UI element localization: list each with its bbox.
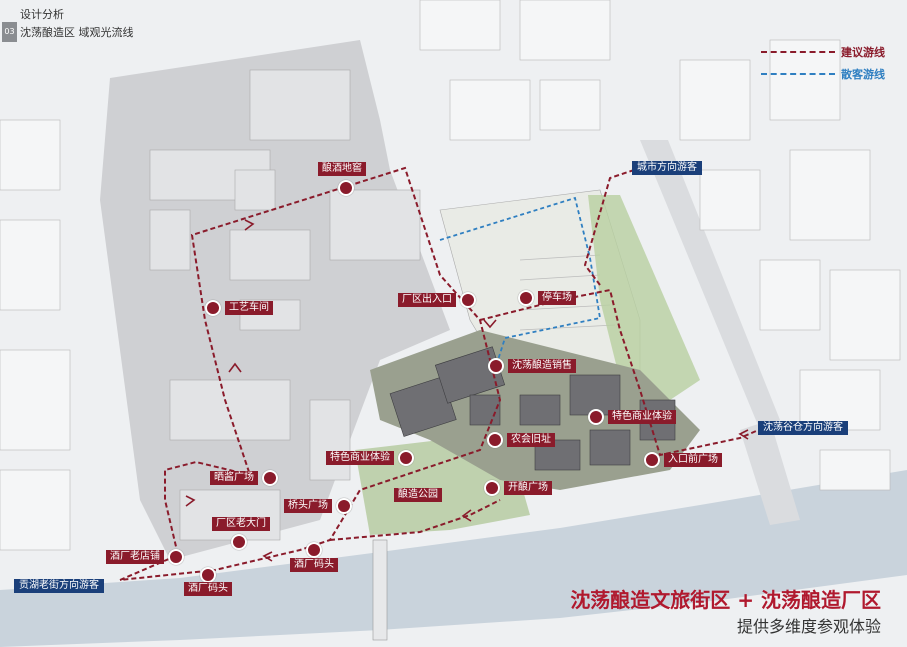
legend-label: 建议游线 — [841, 46, 885, 59]
poi-marker — [168, 549, 184, 565]
poi-craft-workshop[interactable]: 工艺车间 — [205, 300, 273, 316]
entry-old-street-visitors: 贡湖老街方向游客 — [14, 579, 104, 593]
entry-city-visitors: 城市方向游客 — [632, 161, 702, 175]
poi-factory-wharf-west[interactable]: 酒厂码头 — [184, 582, 232, 596]
slogan-main: 沈荡酿造文旅街区 + 沈荡酿造厂区 — [570, 588, 881, 612]
poi-marker[interactable] — [231, 534, 247, 550]
east-green — [588, 195, 700, 400]
poi-factory-wharf-east[interactable]: 酒厂码头 — [290, 558, 338, 572]
legend-suggested-route: 建议游线 — [761, 44, 885, 60]
poi-old-factory-gate[interactable]: 厂区老大门 — [212, 517, 270, 531]
entry-granary-visitors: 沈荡谷仓方向游客 — [758, 421, 848, 435]
poi-marker — [205, 300, 221, 316]
poi-commerce-west[interactable]: 特色商业体验 — [326, 450, 414, 466]
poi-farmers-association-site[interactable]: 农会旧址 — [487, 432, 555, 448]
poi-label: 停车场 — [538, 291, 576, 305]
poi-label: 桥头广场 — [284, 499, 332, 513]
legend-visitor-route: 散客游线 — [761, 66, 885, 82]
poi-brewing-sales[interactable]: 沈荡酿造销售 — [488, 358, 576, 374]
bridge — [372, 539, 388, 641]
section-number: 03 — [2, 22, 17, 42]
poi-commerce-east[interactable]: 特色商业体验 — [588, 409, 676, 425]
poi-label: 厂区老大门 — [212, 517, 270, 531]
poi-brewing-park[interactable]: 酿造公园 — [394, 488, 442, 502]
poi-marker — [398, 450, 414, 466]
poi-marker[interactable] — [200, 567, 216, 583]
poi-label: 酿酒地窖 — [318, 162, 366, 176]
poi-marker — [588, 409, 604, 425]
poi-label: 酒厂码头 — [290, 558, 338, 572]
poi-marker — [487, 432, 503, 448]
poi-marker — [336, 498, 352, 514]
poi-label: 工艺车间 — [225, 301, 273, 315]
poi-label: 特色商业体验 — [608, 410, 676, 424]
route-arrows — [185, 219, 749, 562]
poi-label: 酿造公园 — [394, 488, 442, 502]
poi-bridgehead-plaza[interactable]: 桥头广场 — [284, 498, 352, 514]
poi-label: 特色商业体验 — [326, 451, 394, 465]
poi-brewing-plaza[interactable]: 开酿广场 — [484, 480, 552, 496]
poi-label: 沈荡酿造销售 — [508, 359, 576, 373]
poi-label: 厂区出入口 — [398, 293, 456, 307]
poi-parking[interactable]: 停车场 — [518, 290, 576, 306]
suggested-route-park — [329, 499, 501, 541]
legend-label: 散客游线 — [841, 68, 885, 81]
poi-label: 开酿广场 — [504, 481, 552, 495]
suggested-route-west — [119, 166, 502, 581]
section-subtitle: 沈荡酿造区 域观光流线 — [20, 26, 134, 39]
suggested-route-north — [583, 167, 641, 286]
poi-entrance-plaza[interactable]: 入口前广场 — [644, 452, 722, 468]
poi-marker[interactable] — [338, 180, 354, 196]
legend-swatch-blue-dashed — [761, 73, 835, 75]
poi-wine-cellar[interactable]: 酿酒地窖 — [318, 162, 366, 176]
poi-label: 农会旧址 — [507, 433, 555, 447]
surrounding-blocks — [0, 0, 901, 551]
river — [0, 470, 907, 647]
poi-marker — [484, 480, 500, 496]
poi-marker — [644, 452, 660, 468]
east-road — [640, 140, 780, 430]
poi-old-factory-shop[interactable]: 酒厂老店铺 — [106, 549, 184, 565]
poi-label: 酒厂老店铺 — [106, 550, 164, 564]
poi-factory-entrance[interactable]: 厂区出入口 — [398, 292, 476, 308]
section-title: 设计分析 — [20, 8, 64, 21]
poi-marker — [262, 470, 278, 486]
poi-marker — [518, 290, 534, 306]
poi-marker[interactable] — [306, 542, 322, 558]
visitor-route — [439, 196, 602, 361]
poi-marker — [488, 358, 504, 374]
poi-marker — [460, 292, 476, 308]
slogan-sub: 提供多维度参观体验 — [736, 617, 881, 636]
east-road-south — [740, 420, 800, 525]
poi-sauce-drying-plaza[interactable]: 晒酱广场 — [210, 470, 278, 486]
poi-label: 酒厂码头 — [184, 582, 232, 596]
legend-swatch-red-dashed — [761, 51, 835, 53]
poi-label: 入口前广场 — [664, 453, 722, 467]
poi-label: 晒酱广场 — [210, 471, 258, 485]
